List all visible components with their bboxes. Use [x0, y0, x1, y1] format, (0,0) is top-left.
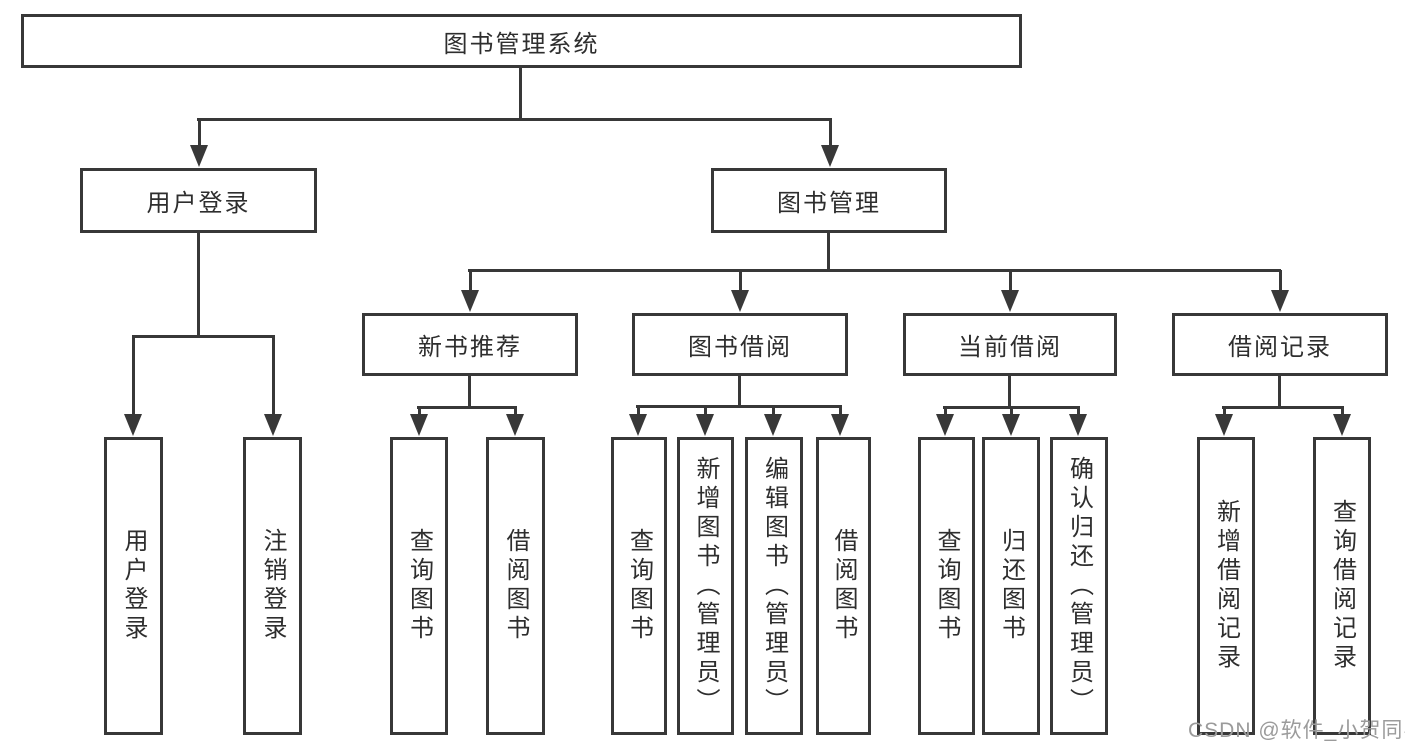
leaf-confirm-return-admin: 确认归还（管理员） [1050, 437, 1108, 735]
connector-line [1223, 407, 1226, 416]
connector-line [827, 233, 830, 272]
connector-line [418, 407, 421, 416]
connector-line [636, 405, 842, 408]
arrow-down-icon [1002, 414, 1020, 436]
leaf-add-borrow-record: 新增借阅记录 [1197, 437, 1255, 735]
node-borrow-records: 借阅记录 [1172, 313, 1388, 376]
connector-line [772, 406, 775, 416]
leaf-user-login: 用户登录 [104, 437, 163, 735]
arrow-down-icon [696, 414, 714, 436]
arrow-down-icon [936, 414, 954, 436]
arrow-down-icon [764, 414, 782, 436]
leaf-borrow-books-1: 借阅图书 [486, 437, 545, 735]
arrow-down-icon [731, 290, 749, 312]
connector-line [1010, 407, 1013, 416]
arrow-down-icon [1333, 414, 1351, 436]
connector-line [198, 119, 201, 147]
arrow-down-icon [821, 145, 839, 167]
connector-line [272, 336, 275, 416]
node-book-management-label: 图书管理 [777, 190, 881, 217]
leaf-confirm-return-admin-label: 确认归还（管理员） [1065, 455, 1093, 717]
node-book-borrow-label: 图书借阅 [688, 334, 792, 361]
connector-line [469, 270, 472, 292]
connector-line [1077, 407, 1080, 416]
leaf-query-books-2: 查询图书 [611, 437, 667, 735]
connector-line [1341, 407, 1344, 416]
node-user-login-label: 用户登录 [146, 190, 251, 217]
arrow-down-icon [410, 414, 428, 436]
leaf-query-borrow-record: 查询借阅记录 [1313, 437, 1371, 735]
leaf-user-login-label: 用户登录 [120, 528, 147, 644]
arrow-down-icon [264, 414, 282, 436]
connector-line [132, 336, 135, 416]
leaf-query-books-3-label: 查询图书 [933, 528, 960, 644]
connector-line [1008, 376, 1011, 409]
leaf-return-book-label: 归还图书 [997, 528, 1025, 644]
connector-line [468, 376, 471, 409]
node-new-book-recommend: 新书推荐 [362, 313, 578, 376]
leaf-query-books-1-label: 查询图书 [405, 528, 433, 644]
leaf-query-books-2-label: 查询图书 [625, 528, 653, 644]
connector-line [514, 407, 517, 416]
connector-line [839, 406, 842, 416]
node-current-borrow-label: 当前借阅 [958, 334, 1062, 361]
arrow-down-icon [1069, 414, 1087, 436]
connector-line [1278, 376, 1281, 409]
arrow-down-icon [1001, 290, 1019, 312]
leaf-borrow-books-2-label: 借阅图书 [830, 528, 857, 644]
leaf-add-book-admin: 新增图书（管理员） [677, 437, 734, 735]
arrow-down-icon [629, 414, 647, 436]
arrow-down-icon [831, 414, 849, 436]
leaf-borrow-books-1-label: 借阅图书 [502, 528, 529, 644]
leaf-add-book-admin-label: 新增图书（管理员） [692, 455, 719, 717]
connector-line [468, 269, 1281, 272]
node-current-borrow: 当前借阅 [903, 313, 1117, 376]
connector-line [519, 68, 522, 121]
connector-line [197, 118, 832, 121]
connector-line [132, 335, 275, 338]
leaf-edit-book-admin: 编辑图书（管理员） [745, 437, 803, 735]
leaf-return-book: 归还图书 [982, 437, 1040, 735]
leaf-logout: 注销登录 [243, 437, 302, 735]
leaf-add-borrow-record-label: 新增借阅记录 [1212, 499, 1240, 673]
node-book-borrow: 图书借阅 [632, 313, 848, 376]
connector-line [1009, 270, 1012, 292]
arrow-down-icon [1271, 290, 1289, 312]
leaf-logout-label: 注销登录 [259, 528, 286, 644]
leaf-query-borrow-record-label: 查询借阅记录 [1328, 499, 1356, 673]
arrow-down-icon [461, 290, 479, 312]
leaf-query-books-1: 查询图书 [390, 437, 448, 735]
leaf-query-books-3: 查询图书 [918, 437, 975, 735]
node-borrow-records-label: 借阅记录 [1228, 334, 1332, 361]
node-book-management: 图书管理 [711, 168, 947, 233]
arrow-down-icon [124, 414, 142, 436]
connector-line [1279, 270, 1282, 292]
connector-line [1222, 406, 1344, 409]
leaf-edit-book-admin-label: 编辑图书（管理员） [760, 455, 788, 717]
connector-line [829, 119, 832, 147]
node-new-book-recommend-label: 新书推荐 [418, 334, 522, 361]
node-root: 图书管理系统 [21, 14, 1022, 68]
arrow-down-icon [190, 145, 208, 167]
csdn-watermark: CSDN @软件_小贺同学 [1188, 719, 1405, 742]
connector-line [944, 407, 947, 416]
connector-line [738, 376, 741, 408]
connector-line [637, 406, 640, 416]
connector-line [739, 270, 742, 292]
arrow-down-icon [1215, 414, 1233, 436]
connector-line [704, 406, 707, 416]
connector-line [417, 406, 517, 409]
arrow-down-icon [506, 414, 524, 436]
leaf-borrow-books-2: 借阅图书 [816, 437, 871, 735]
connector-line [197, 233, 200, 338]
node-root-label: 图书管理系统 [443, 30, 600, 58]
node-user-login: 用户登录 [80, 168, 317, 233]
